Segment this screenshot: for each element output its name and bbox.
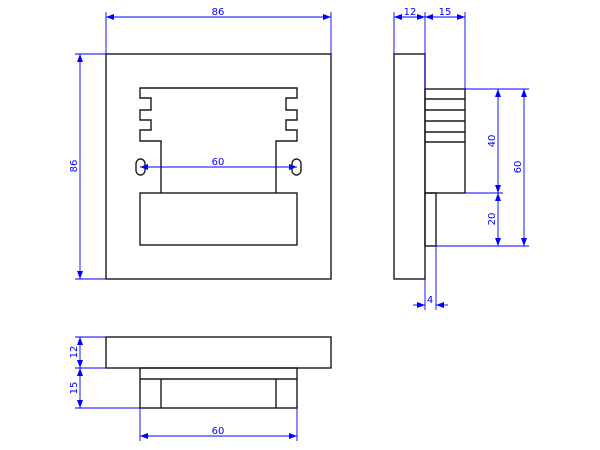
bottom-body-width-label: 60	[212, 426, 225, 437]
bottom-plate	[105, 336, 332, 369]
body-height-label: 40	[487, 135, 498, 148]
tab-height-label: 20	[487, 213, 498, 226]
side-plate	[393, 53, 426, 280]
slot-spacing-dimension: 60	[140, 157, 297, 170]
front-tab-rect	[139, 192, 298, 246]
total-height-label: 60	[513, 161, 524, 174]
front-height-dimension: 86	[69, 53, 106, 280]
side-body	[424, 88, 466, 194]
side-right-dimensions: 40 20 60	[436, 88, 529, 247]
plate-thickness-label: 12	[404, 7, 417, 18]
front-plate-outline	[105, 53, 332, 280]
side-view: 12 15 40 20 60 4	[393, 7, 529, 310]
bottom-width-dimension: 60	[139, 408, 298, 441]
side-top-dimensions: 12 15	[393, 7, 466, 89]
bottom-view: 12 15 60	[69, 336, 332, 441]
bottom-body	[139, 367, 298, 409]
side-fins	[425, 98, 465, 143]
bottom-body-lines	[140, 378, 297, 408]
front-body-profile	[139, 87, 298, 193]
body-depth-label: 15	[439, 7, 452, 18]
bottom-plate-thickness-label: 12	[69, 346, 80, 359]
side-tab	[424, 192, 437, 247]
tab-thickness-dimension: 4	[413, 246, 448, 310]
front-width-dimension: 86	[105, 7, 332, 54]
front-height-label: 86	[69, 160, 80, 173]
bottom-left-dimensions: 12 15	[69, 336, 140, 409]
slot-spacing-label: 60	[212, 157, 225, 168]
front-view: 86 86 60	[69, 7, 332, 280]
bottom-body-depth-label: 15	[69, 382, 80, 395]
tab-thickness-label: 4	[427, 295, 433, 306]
front-width-label: 86	[212, 7, 225, 18]
